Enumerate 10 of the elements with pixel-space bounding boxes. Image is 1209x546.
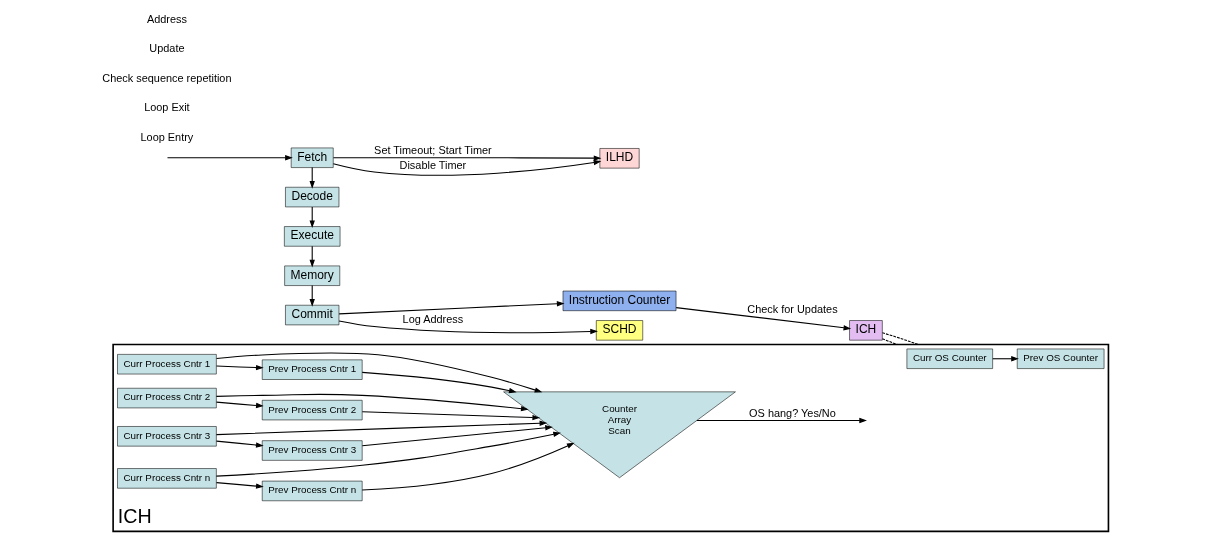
edge-label: Disable Timer — [399, 158, 467, 171]
edge-label: Log Address — [402, 313, 464, 326]
label: Address — [146, 12, 187, 25]
edge-label: Check for Updates — [747, 303, 838, 316]
edge-label: Set Timeout; Start Timer — [374, 144, 492, 157]
label: Update — [149, 42, 185, 55]
label: Check sequence repetition — [102, 71, 232, 84]
edge-label: OS hang? Yes/No — [749, 407, 836, 420]
label: Loop Entry — [140, 130, 194, 143]
label: Loop Exit — [144, 101, 190, 114]
